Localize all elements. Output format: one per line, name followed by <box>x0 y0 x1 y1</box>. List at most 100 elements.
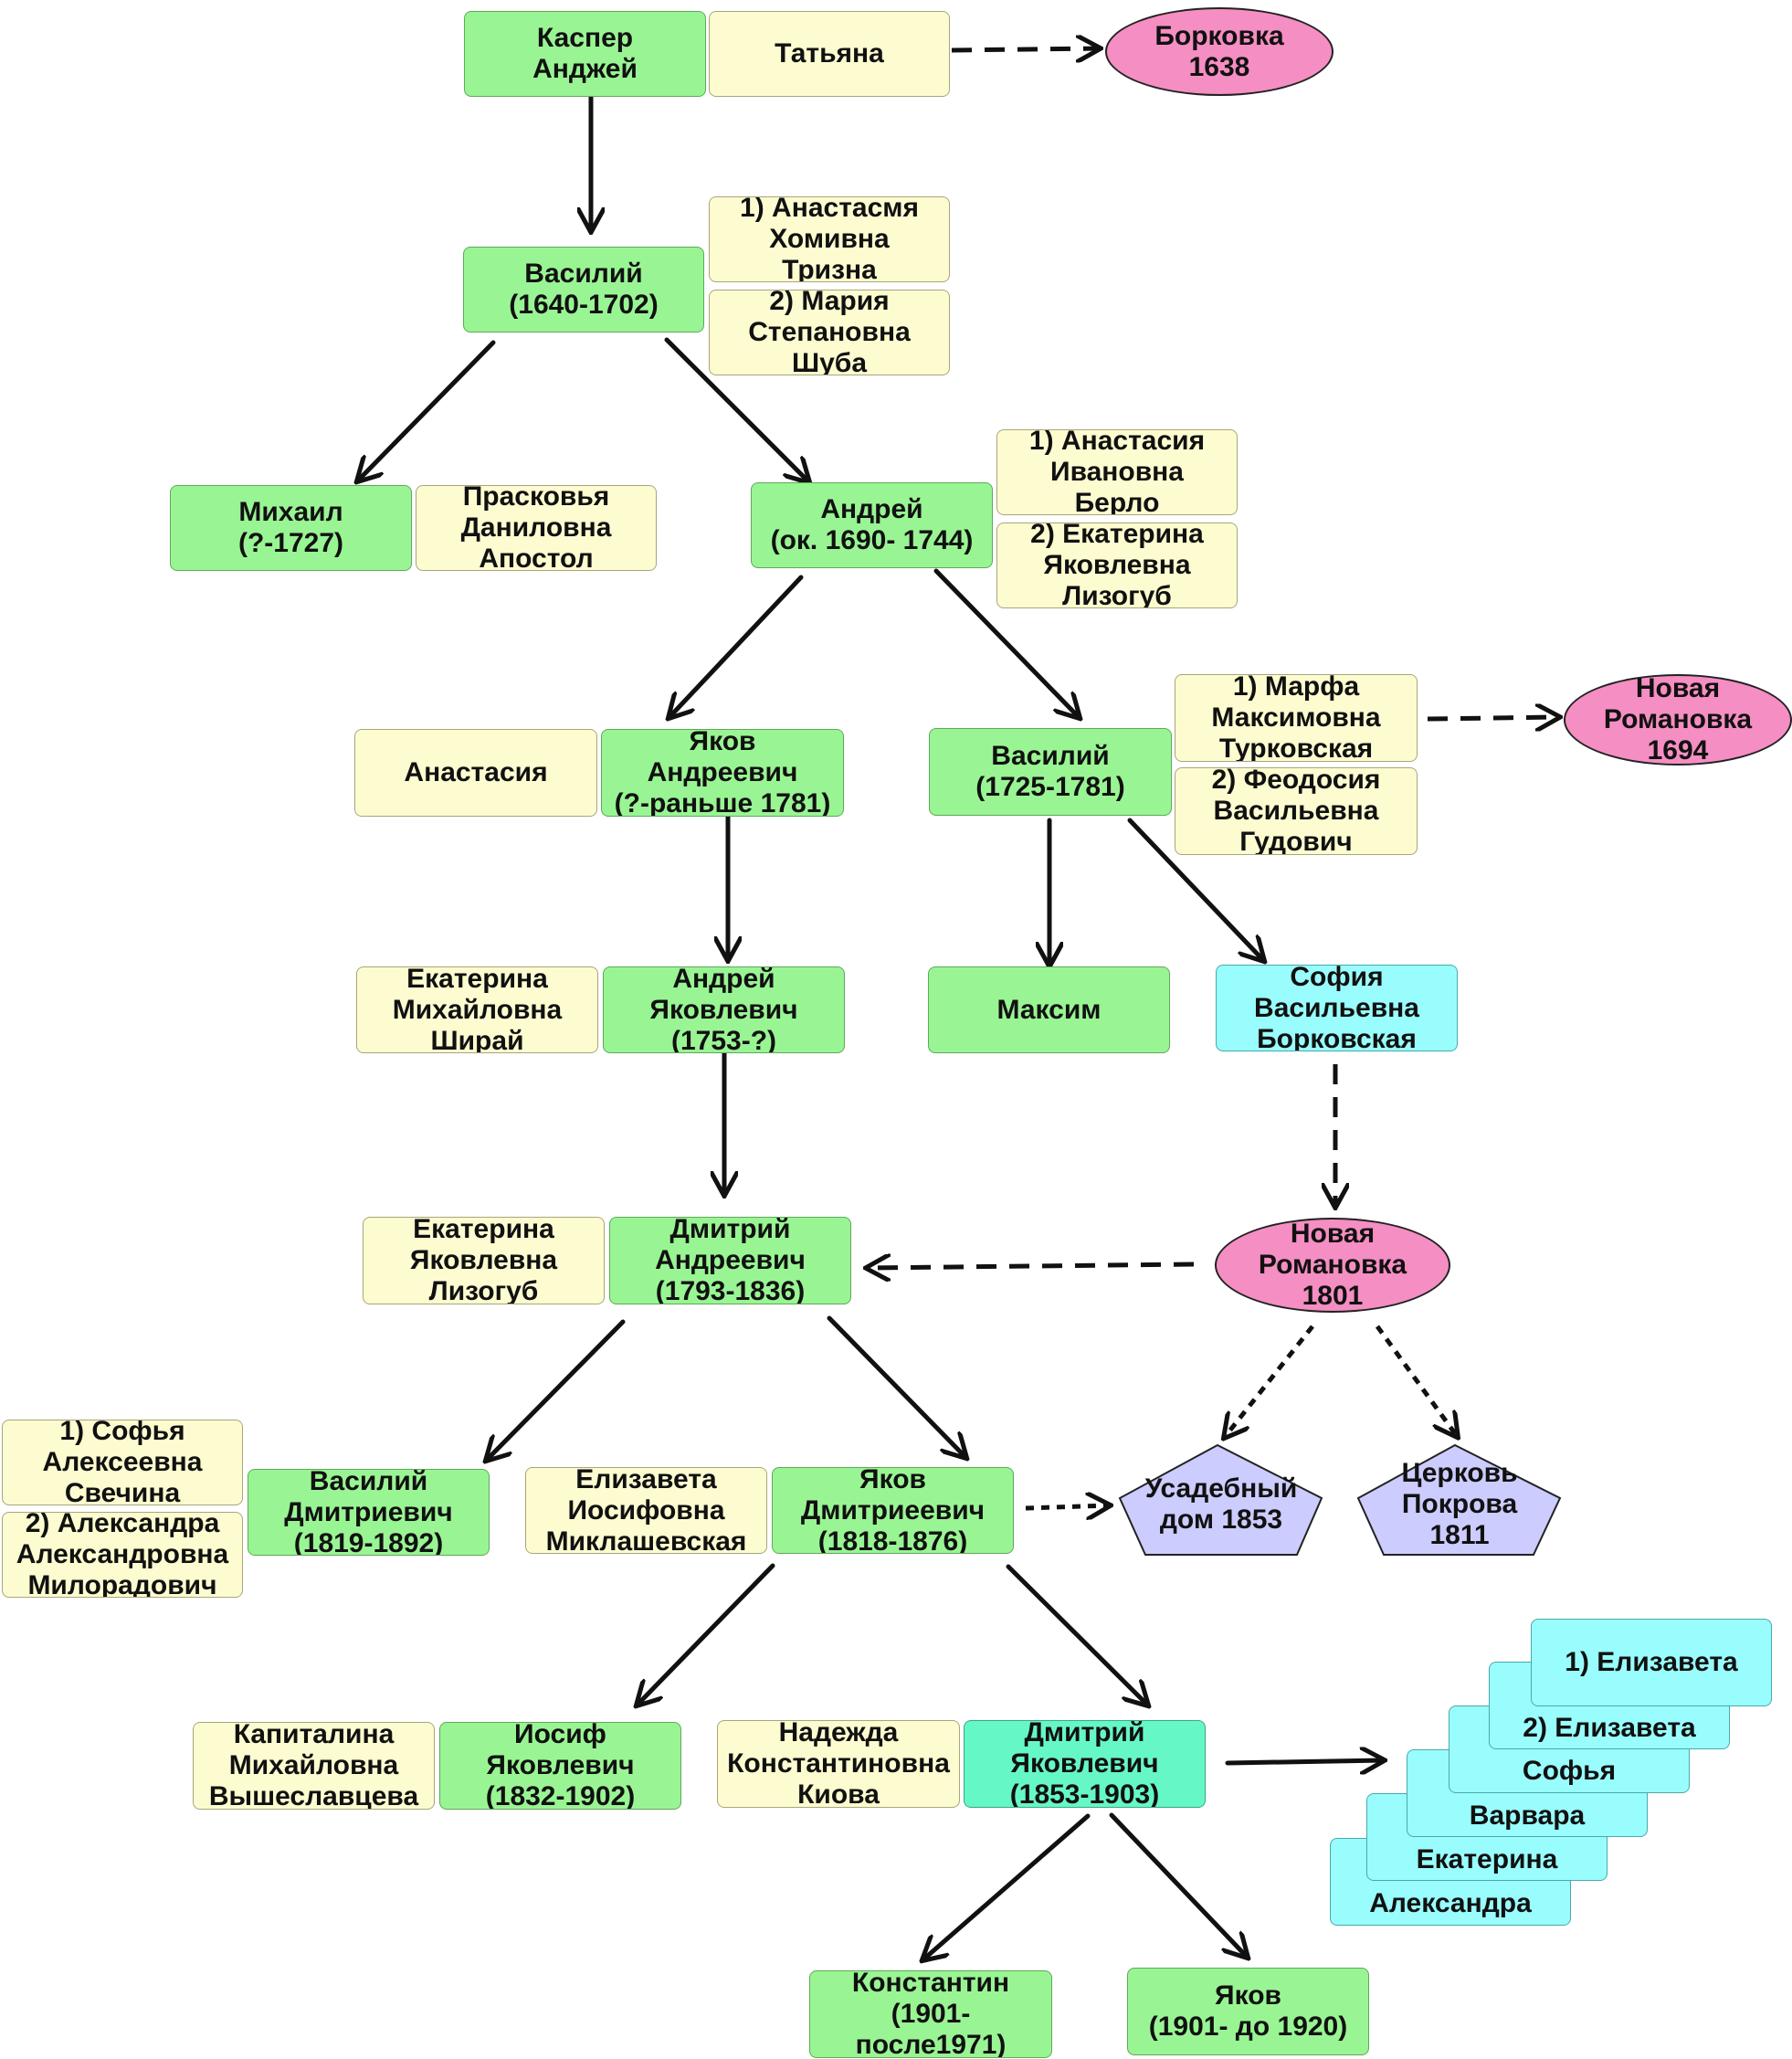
spouse-ekaterina-shiray: Екатерина Михайловна Ширай <box>356 966 598 1053</box>
arrow-dmitriy2-daughters <box>1225 1760 1383 1763</box>
spouse-aleksandra-miloradovich: 2) Александра Александровна Милорадович <box>2 1512 243 1598</box>
spouse-anastasiya-berlo: 1) Анастасия Ивановна Берло <box>996 429 1238 515</box>
daughter-label-5: Екатерина <box>1416 1844 1558 1874</box>
spouse-marfa-turkovskaya: 1) Марфа Максимовна Турковская <box>1175 674 1418 762</box>
building-usadba-label: Усадебный дом 1853 <box>1144 1473 1298 1535</box>
spouse-anastasiya-trizna-label: 1) Анастасмя Хомивна Тризна <box>740 196 919 282</box>
spouse-elizaveta-miklashevskaya: Елизавета Иосифовна Миклашевская <box>525 1467 767 1554</box>
arrow-andrey-vasiliy2 <box>933 568 1079 717</box>
person-andrey-1690: Андрей (ок. 1690- 1744) <box>751 482 993 568</box>
arrow-dmitriy2-yakov3 <box>1109 1812 1247 1957</box>
daughter-label-1: 1) Елизавета <box>1565 1647 1738 1677</box>
place-novaya-romanovka-1801: Новая Романовка 1801 <box>1215 1218 1450 1313</box>
person-vasiliy-1640-label: Василий (1640-1702) <box>509 259 659 320</box>
spouse-mariya-shuba: 2) Мария Степановна Шуба <box>709 290 950 375</box>
spouse-elizaveta-miklashevskaya-label: Елизавета Иосифовна Миклашевская <box>545 1467 747 1554</box>
arrow-andrey-yakov <box>669 575 804 717</box>
person-anastasiya-label: Анастасия <box>404 757 548 787</box>
spouse-praskovya: Прасковья Даниловна Апостол <box>416 485 657 571</box>
building-usadba: Усадебный дом 1853 <box>1120 1456 1323 1553</box>
spouse-marfa-turkovskaya-label: 1) Марфа Максимовна Турковская <box>1211 674 1381 762</box>
dotted-arrow-nr1801-usadba <box>1225 1325 1314 1437</box>
spouse-anastasiya-berlo-label: 1) Анастасия Ивановна Берло <box>1028 429 1206 515</box>
person-yakov-dmitrievich: Яков Дмитриеевич (1818-1876) <box>772 1467 1014 1554</box>
person-kasper-label: Каспер Анджей <box>532 23 638 84</box>
daughter-label-6: Александра <box>1369 1888 1532 1918</box>
arrow-yakov2-dmitriy2 <box>1006 1564 1147 1705</box>
daughter-label-3: Софья <box>1522 1756 1617 1786</box>
arrow-yakov2-iosif <box>638 1563 775 1705</box>
spouse-anastasiya-trizna: 1) Анастасмя Хомивна Тризна <box>709 196 950 282</box>
arrow-dmitriy-yakov2 <box>827 1315 965 1457</box>
person-andrey-yakovlevich-label: Андрей Яковлевич (1753-?) <box>649 966 798 1053</box>
person-yakov-andreevich-label: Яков Андреевич (?-раньше 1781) <box>614 729 831 817</box>
arrow-vasiliy-andrey <box>664 337 808 481</box>
spouse-praskovya-label: Прасковья Даниловна Апостол <box>460 485 612 571</box>
daughter-label-4: Варвара <box>1469 1800 1586 1831</box>
person-konstantin-label: Константин (1901- после1971) <box>851 1970 1010 2058</box>
spouse-ekaterina-lizogub-1-label: 2) Екатерина Яковлевна Лизогуб <box>1030 523 1204 608</box>
person-dmitriy-andreevich: Дмитрий Андреевич (1793-1836) <box>609 1217 851 1304</box>
spouse-mariya-shuba-label: 2) Мария Степановна Шуба <box>748 290 911 375</box>
person-mikhail: Михаил (?-1727) <box>170 485 412 571</box>
dotted-arrow-nr1801-church <box>1375 1325 1457 1436</box>
arrow-dmitriy2-konstantin <box>923 1813 1091 1959</box>
daughter-card-1: 1) Елизавета <box>1531 1619 1772 1706</box>
arrow-dmitriy-vasiliy3 <box>487 1319 626 1460</box>
spouse-sofya-svechina-label: 1) Софья Алексеевна Свечина <box>42 1420 203 1505</box>
person-yakov-dmitrievich-label: Яков Дмитриеевич (1818-1876) <box>800 1467 986 1554</box>
spouse-feodosiya-gudovich: 2) Феодосия Васильевна Гудович <box>1175 767 1418 855</box>
spouse-sofya-svechina: 1) Софья Алексеевна Свечина <box>2 1420 243 1505</box>
place-novaya-romanovka-1694-label: Новая Романовка 1694 <box>1603 673 1753 766</box>
spouse-ekaterina-shiray-label: Екатерина Михайловна Ширай <box>392 966 563 1053</box>
person-kasper: Каспер Анджей <box>464 11 706 97</box>
person-dmitriy-yakovlevich: Дмитрий Яковлевич (1853-1903) <box>964 1720 1206 1808</box>
place-borkovka-label: Борковка 1638 <box>1154 20 1284 82</box>
person-mikhail-label: Михаил (?-1727) <box>237 497 344 558</box>
person-iosif-yakovlevich: Иосиф Яковлевич (1832-1902) <box>439 1722 681 1810</box>
person-dmitriy-andreevich-label: Дмитрий Андреевич (1793-1836) <box>655 1217 806 1304</box>
spouse-ekaterina-lizogub-2-label: Екатерина Яковлевна Лизогуб <box>409 1217 558 1304</box>
person-yakov-1901-label: Яков (1901- до 1920) <box>1148 1980 1348 2042</box>
person-vasiliy-dmitrievich: Василий Дмитриевич (1819-1892) <box>248 1469 490 1556</box>
person-andrey-1690-label: Андрей (ок. 1690- 1744) <box>770 494 974 555</box>
person-anastasiya: Анастасия <box>354 729 597 817</box>
person-vasiliy-1640: Василий (1640-1702) <box>463 247 704 333</box>
person-dmitriy-yakovlevich-label: Дмитрий Яковлевич (1853-1903) <box>1009 1720 1160 1808</box>
church-pentagon <box>1356 1443 1562 1556</box>
spouse-ekaterina-lizogub-2: Екатерина Яковлевна Лизогуб <box>363 1217 605 1304</box>
dashed-arrow-tatyana-borkovka <box>951 48 1099 50</box>
place-novaya-romanovka-1694: Новая Романовка 1694 <box>1564 673 1792 766</box>
spouse-feodosiya-gudovich-label: 2) Феодосия Васильевна Гудович <box>1211 767 1381 855</box>
person-vasiliy-1725: Василий (1725-1781) <box>929 728 1172 816</box>
dashed-arrow-marfa-nr1694 <box>1427 717 1558 719</box>
person-konstantin: Константин (1901- после1971) <box>809 1970 1052 2058</box>
person-yakov-1901: Яков (1901- до 1920) <box>1127 1968 1369 2055</box>
spouse-nadezhda-kiova-label: Надежда Константиновна Киова <box>727 1720 950 1808</box>
person-vasiliy-1725-label: Василий (1725-1781) <box>975 741 1125 802</box>
spouse-aleksandra-miloradovich-label: 2) Александра Александровна Милорадович <box>16 1512 229 1598</box>
place-novaya-romanovka-1801-label: Новая Романовка 1801 <box>1258 1219 1407 1311</box>
arrow-vasiliy2-sofiya <box>1127 818 1263 960</box>
person-yakov-andreevich: Яков Андреевич (?-раньше 1781) <box>601 729 844 817</box>
spouse-kapitalina-vysheslavtseva-label: Капиталина Михайловна Вышеславцева <box>208 1722 419 1810</box>
person-vasiliy-dmitrievich-label: Василий Дмитриевич (1819-1892) <box>284 1469 453 1556</box>
arrow-vasiliy-mikhail <box>358 340 496 480</box>
person-andrey-yakovlevich: Андрей Яковлевич (1753-?) <box>603 966 845 1053</box>
daughter-label-2: 2) Елизавета <box>1523 1713 1696 1743</box>
spouse-kapitalina-vysheslavtseva: Капиталина Михайловна Вышеславцева <box>193 1722 435 1810</box>
person-maksim: Максим <box>928 966 1170 1053</box>
spouse-tatyana-label: Татьяна <box>775 38 884 69</box>
person-sofiya-borkovskaya: София Васильевна Борковская <box>1216 965 1458 1051</box>
dotted-arrow-yakov2-usadba <box>1025 1505 1109 1508</box>
spouse-tatyana: Татьяна <box>709 11 950 97</box>
dashed-arrow-nr1801-dmitriy <box>868 1264 1195 1268</box>
person-sofiya-borkovskaya-label: София Васильевна Борковская <box>1254 965 1419 1051</box>
usadba-pentagon <box>1118 1443 1323 1556</box>
spouse-nadezhda-kiova: Надежда Константиновна Киова <box>717 1720 960 1808</box>
person-iosif-yakovlevich-label: Иосиф Яковлевич (1832-1902) <box>485 1722 636 1810</box>
spouse-ekaterina-lizogub-1: 2) Екатерина Яковлевна Лизогуб <box>996 523 1238 608</box>
place-borkovka: Борковка 1638 <box>1105 7 1333 96</box>
